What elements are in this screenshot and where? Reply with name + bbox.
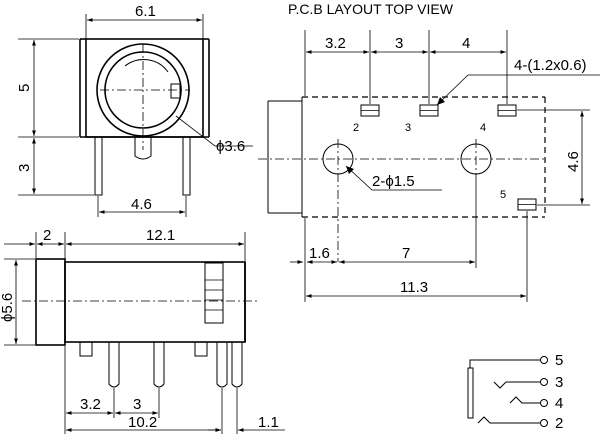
side-view: 2 12.1 ϕ5.6 3.2 3 10.2 1.1 bbox=[0, 227, 285, 434]
dim-pcb-hole-spec: 2-ϕ1.5 bbox=[372, 173, 415, 190]
dim-front-bore-diameter: ϕ3.6 bbox=[216, 138, 245, 155]
dim-side-diameter: ϕ5.6 bbox=[0, 293, 16, 322]
schematic-label-4: 4 bbox=[555, 395, 563, 412]
dim-side-b: 3 bbox=[133, 396, 141, 413]
side-pin-1 bbox=[108, 342, 120, 388]
dim-side-total: 10.2 bbox=[128, 414, 157, 431]
side-collar bbox=[35, 258, 66, 346]
dim-pcb-width: 4.6 bbox=[565, 151, 582, 172]
front-view: 6.1 5 3 ϕ3.6 4.6 bbox=[16, 3, 253, 217]
pcb-layout: 2 3 4 5 3.2 3 4 4-(1.2x0.6) 2-ϕ1.5 4.6 bbox=[258, 30, 600, 302]
dim-pcb-hole-pitch: 7 bbox=[402, 245, 410, 262]
pcb-pad-label-4: 4 bbox=[480, 122, 486, 134]
schematic-sleeve bbox=[467, 367, 474, 419]
dim-front-upper-height: 5 bbox=[16, 84, 33, 92]
pcb-pad-label-5: 5 bbox=[500, 189, 506, 201]
front-pin-right bbox=[182, 136, 191, 196]
dim-pcb-pin3-to-4: 3 bbox=[395, 35, 403, 52]
schematic-terminal-4 bbox=[540, 399, 548, 407]
side-pin-2 bbox=[153, 342, 165, 388]
dim-front-lower-height: 3 bbox=[16, 164, 33, 172]
dim-pcb-slot-spec: 4-(1.2x0.6) bbox=[514, 57, 587, 74]
schematic-label-5: 5 bbox=[555, 352, 563, 369]
schematic-terminal-5 bbox=[540, 356, 548, 364]
schematic-terminal-3 bbox=[540, 378, 548, 386]
dim-side-a: 3.2 bbox=[80, 396, 101, 413]
schematic-terminal-2 bbox=[540, 419, 548, 427]
dim-side-front-length: 2 bbox=[43, 227, 51, 244]
pcb-pad-label-2: 2 bbox=[353, 122, 359, 134]
side-pin-4 bbox=[231, 342, 243, 388]
schematic-label-2: 2 bbox=[555, 415, 563, 432]
dim-pcb-pin2-to-3: 3.2 bbox=[325, 35, 346, 52]
front-view-body bbox=[85, 38, 204, 138]
dim-side-pin: 1.1 bbox=[258, 414, 279, 431]
dim-pcb-pin4-offset: 4 bbox=[462, 35, 470, 52]
pcb-pad-label-3: 3 bbox=[405, 122, 411, 134]
pcb-layout-title: P.C.B LAYOUT TOP VIEW bbox=[288, 1, 454, 17]
side-body bbox=[64, 261, 246, 343]
schematic: 5 3 4 2 bbox=[467, 352, 563, 432]
side-pin-3 bbox=[216, 342, 228, 388]
schematic-label-3: 3 bbox=[555, 374, 563, 391]
dim-pcb-overall-length: 11.3 bbox=[400, 279, 428, 296]
dim-side-body-length: 12.1 bbox=[146, 227, 175, 244]
dim-front-pin-spacing: 4.6 bbox=[131, 196, 152, 213]
dim-front-width: 6.1 bbox=[135, 3, 156, 20]
side-switch-block bbox=[204, 262, 224, 324]
front-pin-left bbox=[94, 136, 103, 196]
dim-pcb-hole-offset: 1.6 bbox=[309, 245, 330, 262]
